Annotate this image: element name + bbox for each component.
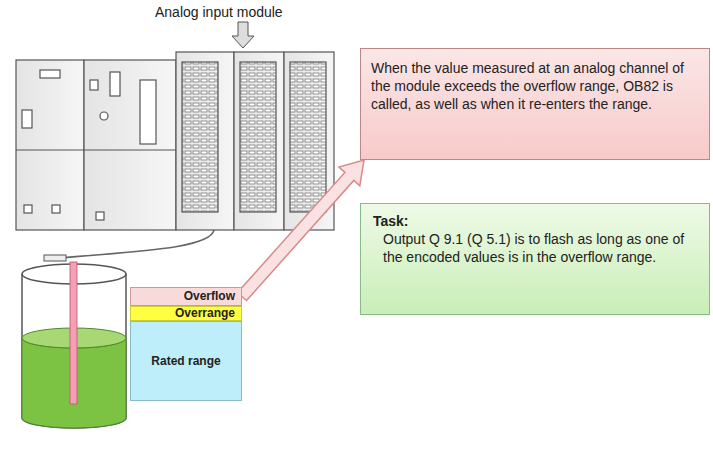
overflow-band: Overflow bbox=[130, 287, 242, 306]
task-box: Task:Output Q 9.1 (Q 5.1) is to flash as… bbox=[360, 203, 710, 315]
task-heading: Task: bbox=[373, 212, 697, 230]
node-text: Overrange bbox=[137, 307, 235, 320]
tank bbox=[22, 255, 126, 428]
cable bbox=[60, 230, 214, 258]
overrange-band: Overrange bbox=[130, 306, 242, 321]
part-label: Analog input module bbox=[155, 4, 283, 20]
plc-rack bbox=[16, 52, 334, 230]
node-text: Output Q 9.1 (Q 5.1) is to flash as long… bbox=[383, 230, 697, 266]
node-text: Rated range bbox=[151, 354, 220, 368]
callout-arrow bbox=[238, 160, 365, 301]
rated-range-band: Rated range bbox=[130, 321, 242, 401]
node-text: When the value measured at an analog cha… bbox=[371, 59, 699, 114]
pointer-arrow bbox=[232, 22, 254, 48]
node-text: Overflow bbox=[137, 288, 235, 305]
callout-box: When the value measured at an analog cha… bbox=[360, 48, 710, 160]
